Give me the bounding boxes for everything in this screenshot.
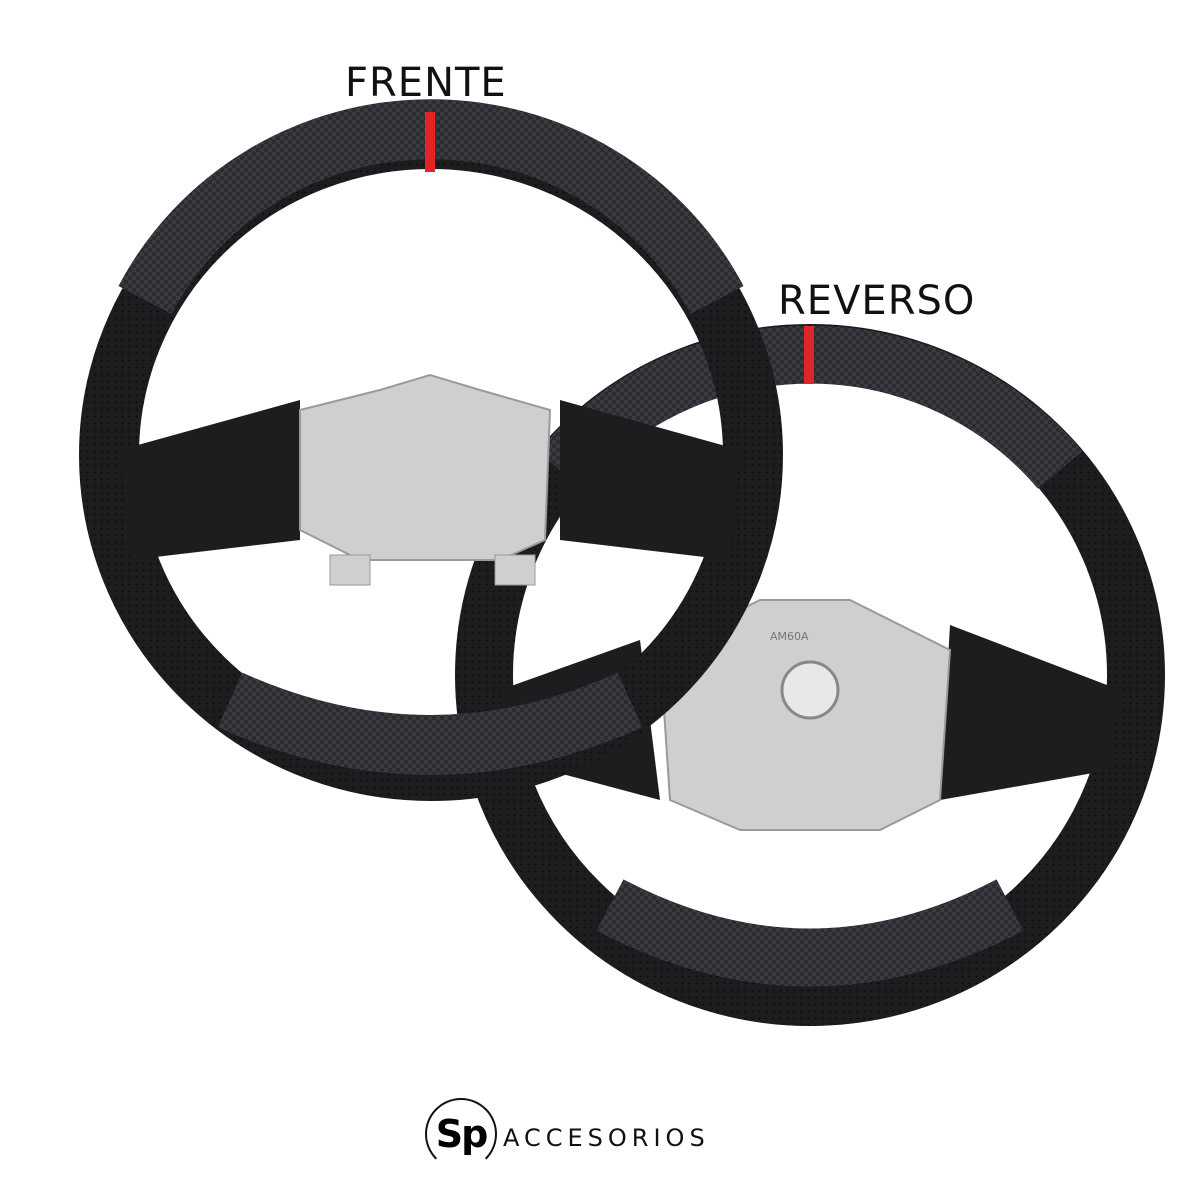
rear-label: REVERSO [778, 278, 976, 324]
front-red-stripe [425, 112, 435, 172]
front-hub [299, 373, 552, 561]
rear-red-stripe [804, 326, 814, 384]
logo-text: ACCESORIOS [503, 1124, 710, 1152]
brand-logo: Sp ACCESORIOS [425, 1098, 710, 1170]
hub-stamp: AM60A [770, 630, 809, 643]
front-steering-wheel [79, 99, 783, 801]
front-label: FRENTE [345, 60, 507, 106]
logo-mark: Sp [425, 1098, 497, 1170]
